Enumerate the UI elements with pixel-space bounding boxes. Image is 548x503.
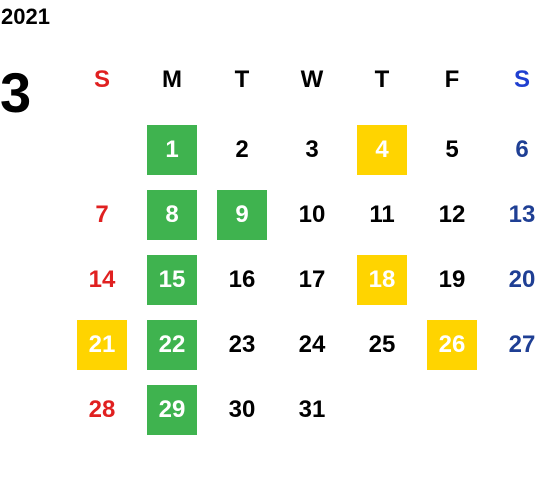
weekday-label: T — [234, 66, 250, 93]
day-cell[interactable]: 1 — [147, 125, 197, 175]
day-cell[interactable]: 10 — [298, 201, 326, 228]
day-cell[interactable]: 27 — [508, 331, 536, 358]
month-number: 3 — [0, 61, 32, 124]
weekday-label: F — [444, 66, 460, 93]
day-cell[interactable]: 29 — [147, 385, 197, 435]
day-cell[interactable]: 28 — [88, 396, 116, 423]
day-cell[interactable]: 2 — [235, 136, 249, 163]
day-cell[interactable]: 31 — [298, 396, 326, 423]
day-cell[interactable]: 16 — [228, 266, 256, 293]
day-cell[interactable]: 21 — [77, 320, 127, 370]
day-cell[interactable]: 3 — [305, 136, 319, 163]
day-cell[interactable]: 9 — [217, 190, 267, 240]
day-cell[interactable]: 12 — [438, 201, 466, 228]
year-label: 2021 — [1, 4, 50, 29]
day-cell[interactable]: 13 — [508, 201, 536, 228]
day-cell[interactable]: 15 — [147, 255, 197, 305]
day-cell[interactable]: 11 — [369, 201, 395, 228]
day-cell[interactable]: 18 — [357, 255, 407, 305]
day-cell[interactable]: 8 — [147, 190, 197, 240]
weekday-label: S — [513, 66, 530, 93]
day-cell[interactable]: 6 — [515, 136, 529, 163]
weekday-label: M — [162, 66, 182, 93]
day-cell[interactable]: 7 — [95, 201, 109, 228]
weekday-label: W — [300, 66, 324, 93]
day-cell[interactable]: 30 — [228, 396, 256, 423]
day-cell[interactable]: 24 — [298, 331, 326, 358]
weekday-label: S — [93, 66, 110, 93]
day-cell[interactable]: 19 — [438, 266, 466, 293]
day-cell[interactable]: 26 — [427, 320, 477, 370]
day-cell[interactable]: 25 — [368, 331, 396, 358]
weekday-label: T — [374, 66, 390, 93]
day-cell[interactable]: 23 — [228, 331, 256, 358]
day-cell[interactable]: 14 — [88, 266, 116, 293]
day-cell[interactable]: 20 — [508, 266, 536, 293]
day-cell[interactable]: 4 — [357, 125, 407, 175]
day-cell[interactable]: 17 — [298, 266, 326, 293]
day-cell[interactable]: 5 — [445, 136, 459, 163]
day-cell[interactable]: 22 — [147, 320, 197, 370]
